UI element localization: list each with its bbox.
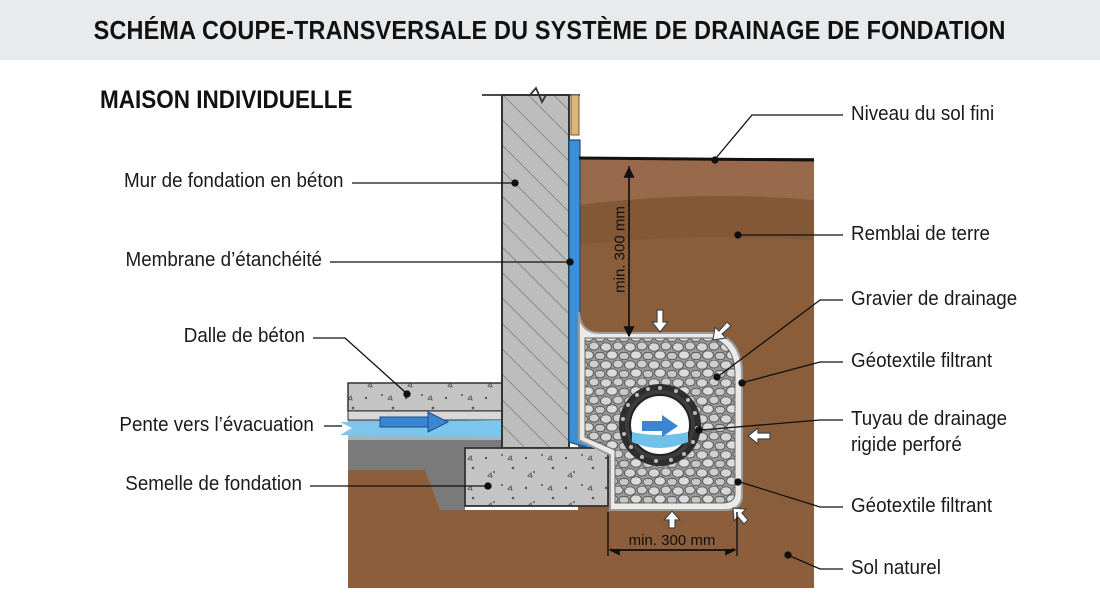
label-drainage-gravel: Gravier de drainage [851,288,1018,310]
dimension-vertical-text: min. 300 mm [611,206,629,293]
label-finished-grade: Niveau du sol fini [851,103,995,125]
label-geotextile-bottom: Géotextile filtrant [851,495,993,517]
diagram-title: SCHÉMA COUPE-TRANSVERSALE DU SYSTÈME DE … [94,14,1006,45]
label-footing: Semelle de fondation [125,473,302,495]
leader-lines-right [695,114,843,570]
horizontal-dimension [607,512,738,556]
leader-lines-left [310,179,574,490]
label-concrete-slab: Dalle de béton [183,325,305,347]
label-drain-pipe-line1: Tuyau de drainage [851,408,1008,430]
footing [464,447,609,507]
label-drain-pipe-line2: rigide perforé [851,434,962,456]
concrete-slab [347,382,504,421]
title-bar: SCHÉMA COUPE-TRANSVERSALE DU SYSTÈME DE … [0,0,1100,60]
diagram-subtitle: MAISON INDIVIDUELLE [100,86,353,114]
foundation-wall [482,86,580,449]
finished-grade-line [578,156,815,162]
dimension-horizontal-text: min. 300 mm [612,532,732,549]
label-backfill: Remblai de terre [851,223,990,245]
drain-pipe [619,384,701,466]
label-foundation-wall: Mur de fondation en béton [124,170,344,192]
label-membrane: Membrane d’étanchéité [125,249,322,271]
label-slope: Pente vers l’évacuation [119,414,314,436]
native-soil [348,455,814,588]
label-native-soil: Sol naturel [851,557,941,579]
label-geotextile-top: Géotextile filtrant [851,350,993,372]
water-layer [340,411,505,437]
